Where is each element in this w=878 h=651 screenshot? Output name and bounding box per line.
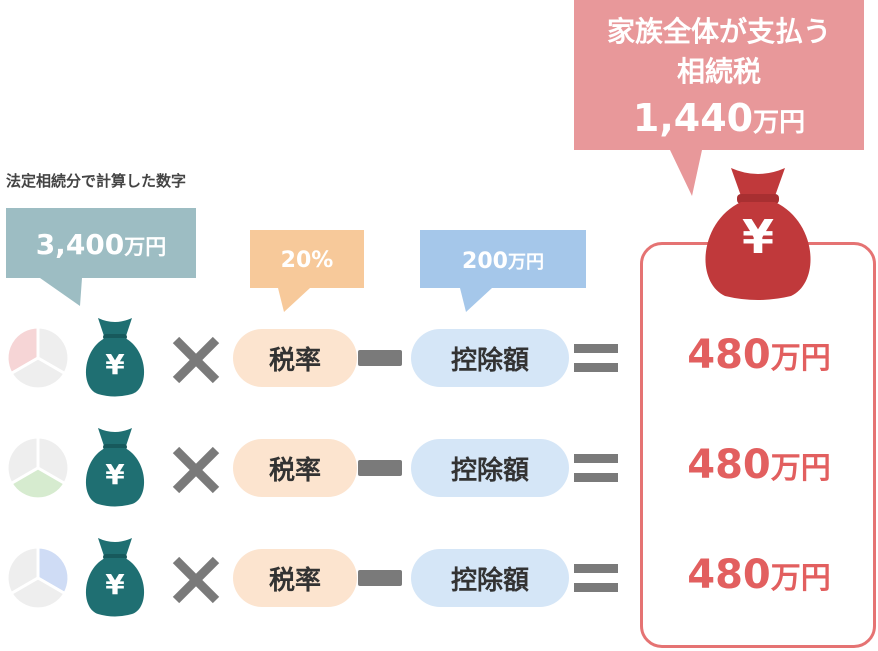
yen-symbol: ¥ xyxy=(105,348,125,381)
deduction-pill: 控除額 xyxy=(411,439,569,497)
tax-rate-pill: 税率 xyxy=(233,439,357,497)
heir-tax-result: 480万円 xyxy=(645,442,873,488)
money-bag-icon: ¥ xyxy=(80,314,150,398)
equals-icon xyxy=(574,340,618,376)
tax-rate-tag: 20% xyxy=(250,0,366,320)
minus-icon xyxy=(358,350,402,366)
amount-tag-shape xyxy=(6,208,196,306)
yen-symbol: ¥ xyxy=(105,458,125,491)
amount-tag-unit: 万円 xyxy=(124,235,167,259)
tax-rate-pill: 税率 xyxy=(233,549,357,607)
total-amount-value: 1,440 xyxy=(632,96,754,140)
total-amount: 1,440万円 xyxy=(574,96,864,140)
heir-tax-value: 480 xyxy=(687,442,771,488)
amount-tag-value: 3,400 xyxy=(35,228,125,261)
deduction-pill: 控除額 xyxy=(411,329,569,387)
heir-tax-unit: 万円 xyxy=(770,451,831,486)
money-bag-icon: ¥ xyxy=(80,534,150,618)
deduction-tag-unit: 万円 xyxy=(507,252,544,273)
heir-tax-value: 480 xyxy=(687,332,771,378)
heir-tax-unit: 万円 xyxy=(770,341,831,376)
heir-tax-unit: 万円 xyxy=(770,561,831,596)
multiply-icon xyxy=(168,442,224,498)
yen-symbol: ¥ xyxy=(105,568,125,601)
deduction-tag-text: 200万円 xyxy=(420,248,586,274)
deduction-tag-value: 200 xyxy=(462,249,508,274)
rate-tag-shape xyxy=(250,230,364,312)
total-bag-yen: ¥ xyxy=(741,210,774,264)
deduction-pill: 控除額 xyxy=(411,549,569,607)
heir-share-pie-icon xyxy=(0,544,76,612)
heir-tax-result: 480万円 xyxy=(645,332,873,378)
heir-tax-result: 480万円 xyxy=(645,552,873,598)
total-callout-shape xyxy=(574,0,864,196)
money-bag-icon: ¥ xyxy=(80,424,150,508)
multiply-icon xyxy=(168,552,224,608)
equals-icon xyxy=(574,450,618,486)
heir-share-pie-icon xyxy=(0,434,76,502)
section-label: 法定相続分で計算した数字 xyxy=(6,172,187,190)
amount-tag-text: 3,400万円 xyxy=(6,228,196,261)
equals-icon xyxy=(574,560,618,596)
total-title-line1: 家族全体が支払う xyxy=(606,15,831,48)
total-tax-callout: 家族全体が支払う 相続税 1,440万円 xyxy=(574,0,864,200)
rate-tag-value: 20% xyxy=(280,248,334,273)
tax-rate-pill: 税率 xyxy=(233,329,357,387)
heir-tax-value: 480 xyxy=(687,552,771,598)
deduction-tag: 200万円 xyxy=(420,0,588,320)
heir-share-pie-icon xyxy=(0,324,76,392)
minus-icon xyxy=(358,460,402,476)
total-amount-unit: 万円 xyxy=(753,108,806,138)
minus-icon xyxy=(358,570,402,586)
deduction-tag-shape xyxy=(420,230,586,312)
total-money-bag-icon: ¥ xyxy=(695,162,821,302)
multiply-icon xyxy=(168,332,224,388)
inheritance-amount-tag: 3,400万円 xyxy=(0,0,200,320)
total-title-line2: 相続税 xyxy=(676,55,761,88)
